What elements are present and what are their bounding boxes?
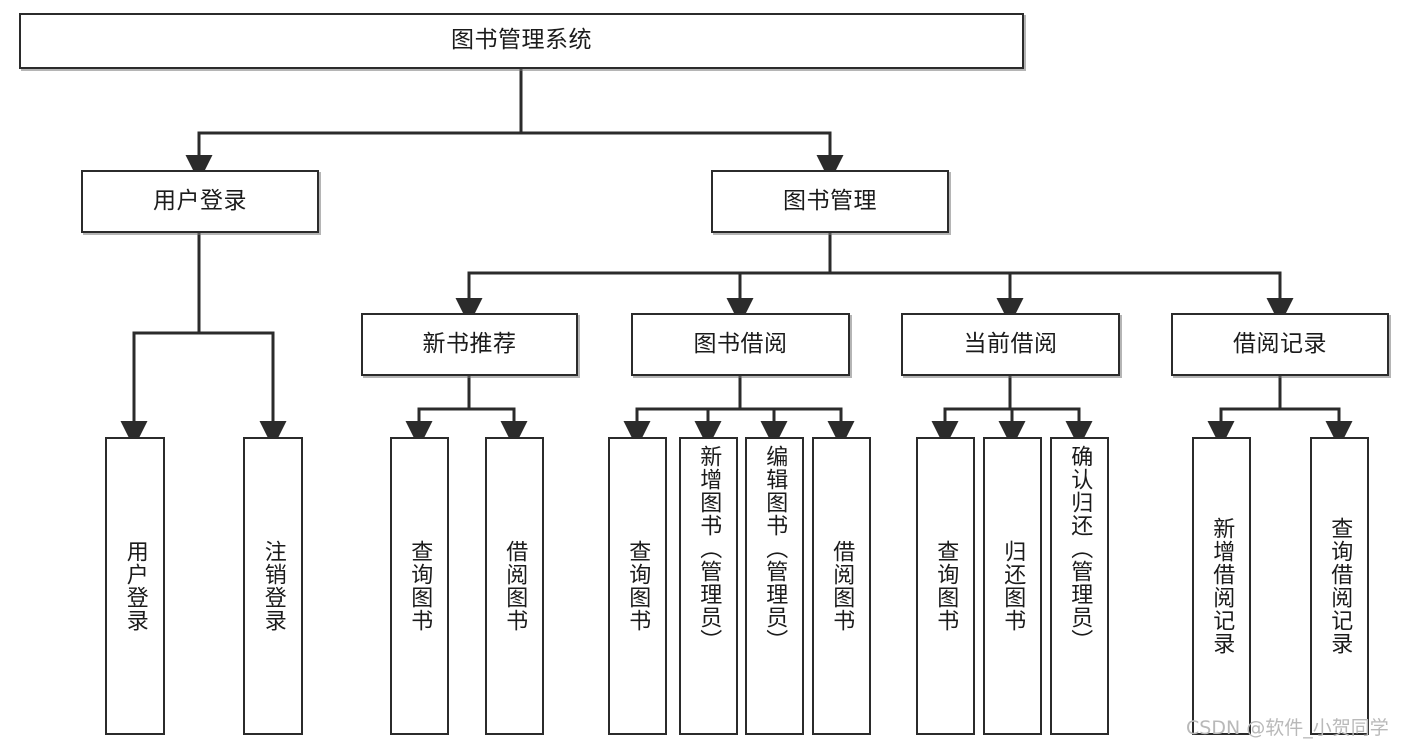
node-new-book-rec[interactable]: 新书推荐 — [361, 313, 578, 376]
node-book-borrow-label: 图书借阅 — [693, 330, 788, 357]
leaf-user-login-label: 用户登录 — [122, 540, 148, 632]
node-user-login[interactable]: 用户登录 — [81, 170, 319, 233]
leaf-query-book-rec-label: 查询图书 — [407, 540, 433, 632]
node-book-manage[interactable]: 图书管理 — [711, 170, 949, 233]
node-user-login-label: 用户登录 — [153, 187, 247, 214]
node-current-borrow[interactable]: 当前借阅 — [901, 313, 1120, 376]
leaf-query-book-label: 查询图书 — [625, 540, 651, 632]
leaf-return-book[interactable]: 归还图书 — [983, 437, 1042, 735]
leaf-query-book-rec[interactable]: 查询图书 — [390, 437, 449, 735]
leaf-borrow-book-label: 借阅图书 — [829, 540, 855, 632]
leaf-confirm-return[interactable]: 确认归还（管理员） — [1050, 437, 1109, 735]
leaf-logout[interactable]: 注销登录 — [243, 437, 303, 735]
leaf-query-record[interactable]: 查询借阅记录 — [1310, 437, 1369, 735]
leaf-confirm-return-label: 确认归还（管理员） — [1067, 445, 1093, 652]
leaf-query-book-cur[interactable]: 查询图书 — [916, 437, 975, 735]
leaf-return-book-label: 归还图书 — [1000, 540, 1026, 632]
node-current-borrow-label: 当前借阅 — [963, 330, 1058, 357]
leaf-add-record-label: 新增借阅记录 — [1209, 517, 1235, 655]
leaf-add-record[interactable]: 新增借阅记录 — [1192, 437, 1251, 735]
leaf-add-book-label: 新增图书（管理员） — [696, 445, 722, 652]
node-root-label: 图书管理系统 — [451, 27, 592, 54]
node-borrow-record[interactable]: 借阅记录 — [1171, 313, 1389, 376]
leaf-logout-label: 注销登录 — [260, 540, 286, 632]
leaf-borrow-book-rec[interactable]: 借阅图书 — [485, 437, 544, 735]
leaf-query-book-cur-label: 查询图书 — [933, 540, 959, 632]
leaf-user-login[interactable]: 用户登录 — [105, 437, 165, 735]
node-borrow-record-label: 借阅记录 — [1233, 330, 1327, 357]
leaf-borrow-book[interactable]: 借阅图书 — [812, 437, 871, 735]
node-book-borrow[interactable]: 图书借阅 — [631, 313, 850, 376]
leaf-edit-book[interactable]: 编辑图书（管理员） — [745, 437, 804, 735]
leaf-query-book[interactable]: 查询图书 — [608, 437, 667, 735]
leaf-query-record-label: 查询借阅记录 — [1327, 517, 1353, 655]
node-new-book-rec-label: 新书推荐 — [422, 330, 517, 357]
leaf-borrow-book-rec-label: 借阅图书 — [502, 540, 528, 632]
leaf-edit-book-label: 编辑图书（管理员） — [762, 445, 788, 652]
node-root[interactable]: 图书管理系统 — [19, 13, 1024, 69]
watermark-text: CSDN @软件_小贺同学 — [1186, 717, 1389, 739]
node-book-manage-label: 图书管理 — [783, 187, 877, 214]
leaf-add-book[interactable]: 新增图书（管理员） — [679, 437, 738, 735]
